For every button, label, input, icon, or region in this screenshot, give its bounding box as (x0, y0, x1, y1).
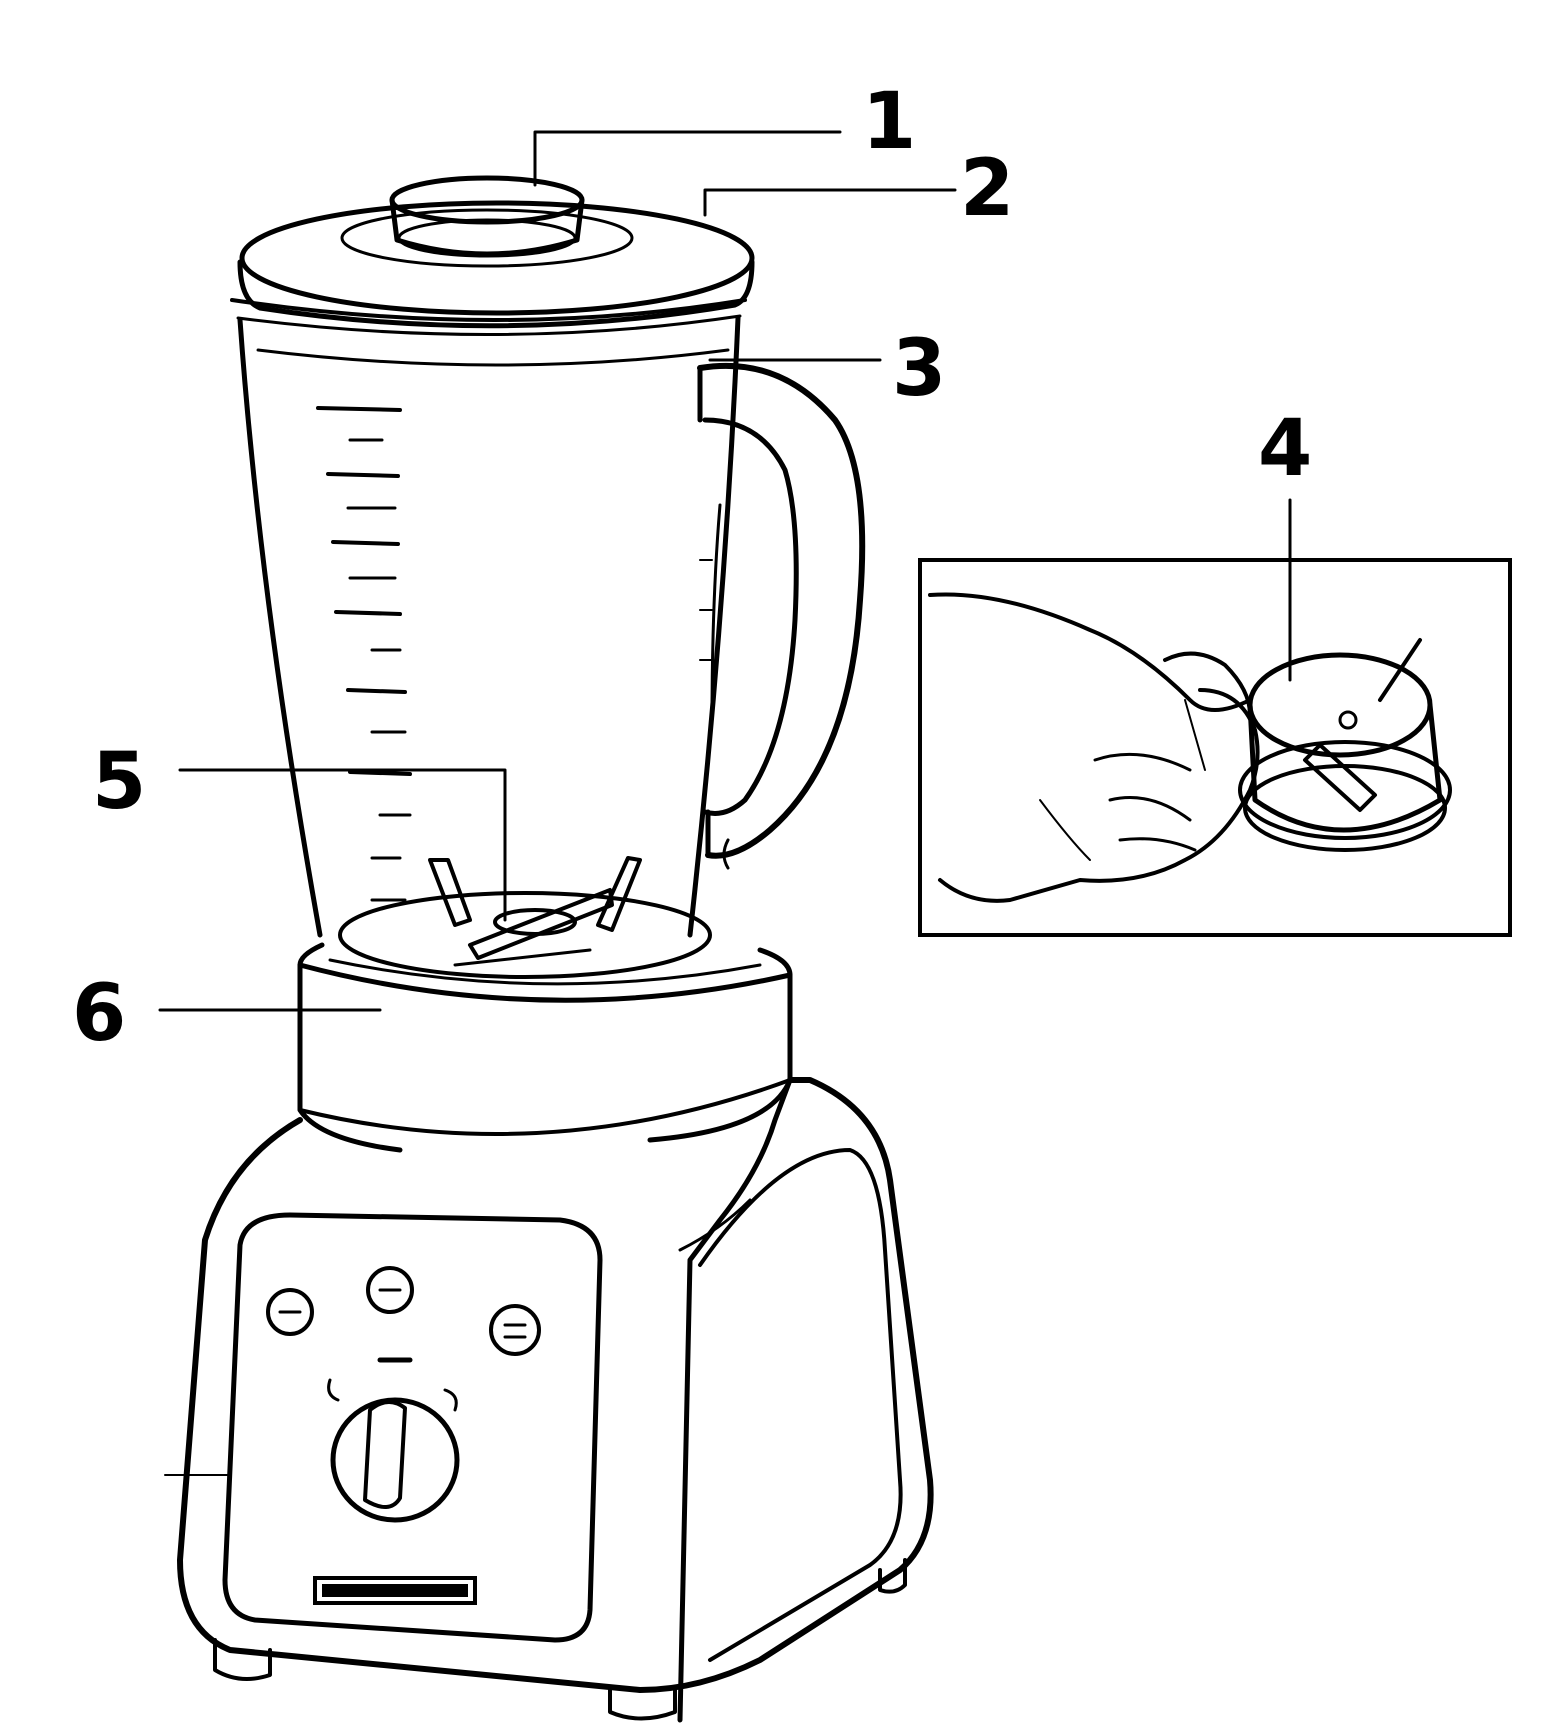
lid-cap (389, 175, 585, 258)
callout-1-label: 1 (862, 77, 916, 167)
hand-illustration (928, 592, 1260, 903)
speed-dial (327, 1357, 460, 1523)
blender-illustration (164, 175, 934, 1723)
callout-4-label: 4 (1258, 404, 1312, 494)
callout-6-label: 6 (72, 969, 126, 1059)
callout-3-label: 3 (892, 324, 946, 414)
motor-base (164, 1077, 934, 1723)
inset-frame (918, 558, 1512, 937)
lid (230, 200, 755, 337)
jar-measurement-marks (316, 406, 722, 902)
brand-badge (313, 1576, 477, 1605)
blade-removal-inset-illustration (918, 558, 1512, 937)
inset-blade-ring (1238, 638, 1452, 852)
callout-leader-lines (158, 130, 1292, 1012)
jar-base-collar (297, 942, 793, 1153)
blade-assembly (338, 856, 712, 979)
callout-5-label: 5 (92, 737, 146, 827)
callout-2-label: 2 (960, 144, 1014, 234)
callout-labels: 1 2 3 4 5 6 (72, 77, 1312, 1059)
jar-handle (697, 362, 866, 870)
jar (237, 315, 866, 938)
control-buttons (266, 1266, 541, 1356)
